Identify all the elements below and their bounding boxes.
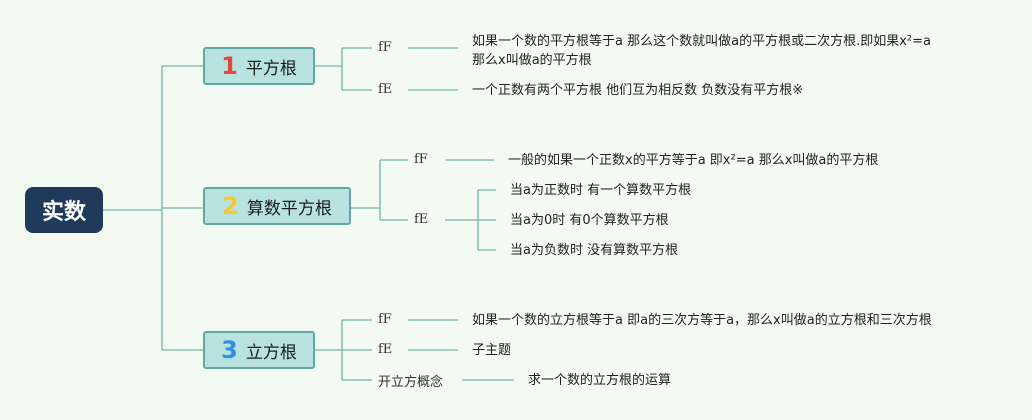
branch-number: 2: [222, 192, 239, 220]
branch-label: 立方根: [245, 342, 297, 363]
branch-node-cube-root[interactable]: 3 立方根: [203, 331, 315, 369]
branch-node-arithmetic-square-root[interactable]: 2 算数平方根: [203, 187, 351, 225]
item-tag: fF: [378, 312, 392, 327]
item-tag: 开立方概念: [378, 375, 444, 390]
branch-label: 算数平方根: [246, 198, 332, 219]
sub-item-text[interactable]: 当a为0时 有0个算数平方根: [510, 213, 669, 228]
branch-node-square-root[interactable]: 1 平方根: [203, 47, 315, 85]
branch-label: 平方根: [245, 58, 297, 79]
item-text[interactable]: 求一个数的立方根的运算: [528, 373, 672, 388]
branch-number: 3: [221, 336, 238, 364]
root-node[interactable]: 实数: [25, 187, 103, 233]
item-text[interactable]: 如果一个数的平方根等于a 那么这个数就叫做a的平方根或二次方根.即如果x²=a …: [472, 32, 931, 70]
item-text[interactable]: 子主题: [472, 343, 512, 358]
item-text-line: 如果一个数的平方根等于a 那么这个数就叫做a的平方根或二次方根.即如果x²=a: [472, 34, 931, 49]
item-text[interactable]: 如果一个数的立方根等于a 即a的三次方等于a，那么x叫做a的立方根和三次方根: [472, 313, 932, 328]
item-tag: fF: [378, 40, 392, 55]
sub-item-text[interactable]: 当a为正数时 有一个算数平方根: [510, 183, 692, 198]
item-text[interactable]: 一般的如果一个正数x的平方等于a 即x²=a 那么x叫做a的平方根: [508, 153, 879, 168]
item-tag: fE: [378, 342, 393, 357]
item-tag: fF: [414, 152, 428, 167]
item-tag: fE: [414, 212, 429, 227]
item-text-line: 那么x叫做a的平方根: [472, 53, 592, 68]
branch-number: 1: [221, 52, 238, 80]
sub-item-text[interactable]: 当a为负数时 没有算数平方根: [510, 243, 679, 258]
item-tag: fE: [378, 82, 393, 97]
item-text[interactable]: 一个正数有两个平方根 他们互为相反数 负数没有平方根※: [472, 83, 804, 98]
